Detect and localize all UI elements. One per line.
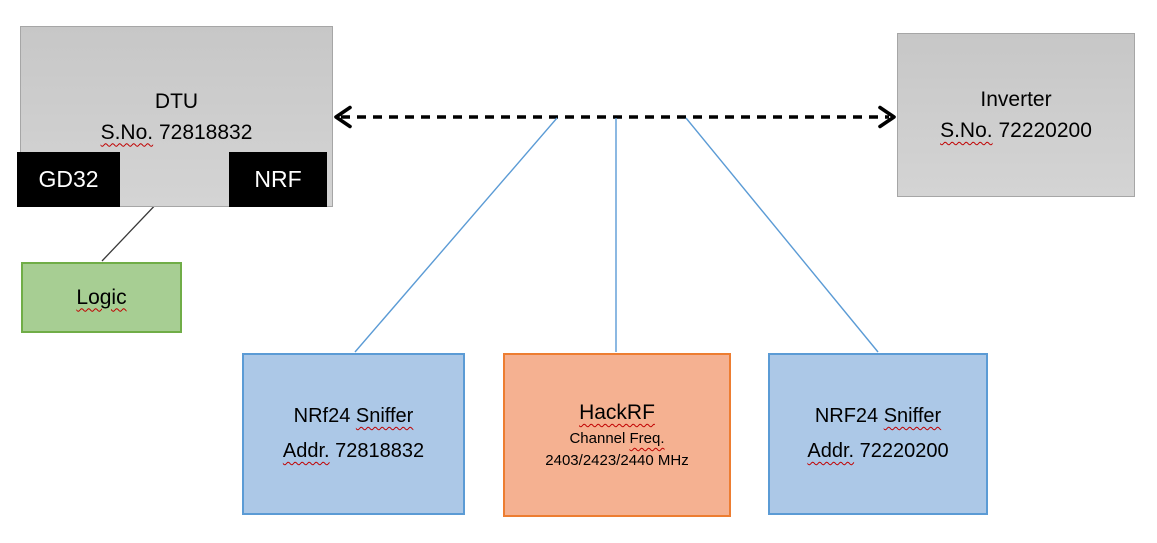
inverter-serial-number: 72220200 — [992, 119, 1092, 142]
sniffer1-title: NRf24 Sniffer — [294, 399, 414, 434]
hackrf-frequencies: 2403/2423/2440 MHz — [545, 452, 689, 469]
sniffer1-node: NRf24 Sniffer Addr. 72818832 — [242, 353, 465, 515]
nrf-chip: NRF — [229, 152, 327, 207]
hackrf-node: HackRF Channel Freq. 2403/2423/2440 MHz — [503, 353, 731, 517]
inverter-serial-label: S.No. — [940, 119, 993, 142]
sniffer1-word: Sniffer — [355, 405, 414, 427]
sniffer1-addr-label: Addr. — [282, 440, 330, 462]
sniffer2-addr-label: Addr. — [807, 440, 855, 462]
dtu-serial-label: S.No. — [100, 120, 154, 144]
inverter-title: Inverter — [980, 88, 1052, 111]
sniffer2-node: NRF24 Sniffer Addr. 72220200 — [768, 353, 988, 515]
sniffer1-addr-number: 72818832 — [329, 440, 425, 462]
dashed-arrowhead-left-icon — [334, 105, 352, 129]
logic-label: Logic — [76, 285, 127, 309]
sniffer1-address: Addr. 72818832 — [283, 434, 424, 469]
dtu-serial: S.No. 72818832 — [101, 117, 253, 148]
inverter-serial: S.No. 72220200 — [940, 115, 1092, 146]
hackrf-channel-word: Channel — [569, 430, 630, 447]
logic-node: Logic — [21, 262, 182, 333]
hackrf-freq-word: Freq. — [629, 430, 665, 447]
dtu-title: DTU — [154, 89, 199, 113]
gd32-label: GD32 — [38, 166, 99, 192]
hackrf-channel-freq: Channel Freq. — [569, 428, 664, 450]
sniffer2-word: Sniffer — [883, 405, 942, 427]
gd32-chip: GD32 — [17, 152, 120, 207]
hackrf-title-text: HackRF — [579, 401, 655, 424]
dashed-arrowhead-right-icon — [878, 105, 896, 129]
sniffer2-brand: NRF24 — [814, 405, 884, 427]
dtu-serial-number: 72818832 — [153, 120, 253, 144]
sniffer2-address: Addr. 72220200 — [807, 434, 948, 469]
hackrf-title: HackRF — [579, 398, 655, 428]
sniffer2-title: NRF24 Sniffer — [815, 399, 941, 434]
sniffer1-brand: NRf24 — [293, 405, 356, 427]
sniffer1-connector-line — [354, 117, 558, 353]
sniffer2-connector-line — [685, 117, 879, 353]
nrf-label: NRF — [254, 166, 302, 192]
inverter-node: Inverter S.No. 72220200 — [897, 33, 1135, 197]
sniffer2-addr-number: 72220200 — [854, 440, 949, 462]
